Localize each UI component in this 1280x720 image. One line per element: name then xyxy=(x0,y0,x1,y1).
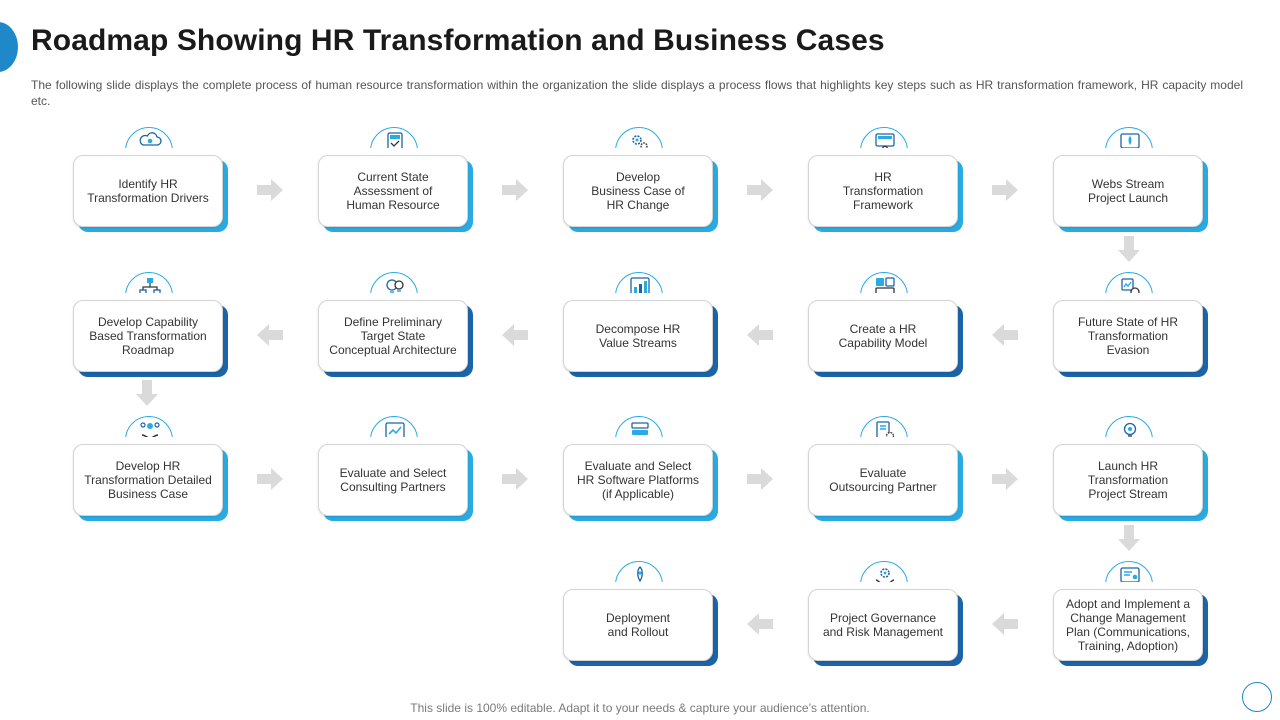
process-step-17: Project Governance and Risk Management xyxy=(808,561,964,666)
page-subtitle: The following slide displays the complet… xyxy=(31,78,1243,108)
arrow-left-icon xyxy=(746,321,774,349)
process-step-15: Launch HR Transformation Project Stream xyxy=(1053,416,1209,521)
step-label: Develop Capability Based Transformation … xyxy=(89,315,207,357)
step-label: Evaluate Outsourcing Partner xyxy=(829,466,937,494)
step-label: Evaluate and Select HR Software Platform… xyxy=(576,459,700,501)
step-card: Future State of HR Transformation Evasio… xyxy=(1053,300,1203,372)
process-step-6: Future State of HR Transformation Evasio… xyxy=(1053,272,1209,377)
step-label: Identify HR Transformation Drivers xyxy=(87,177,209,205)
step-card: Adopt and Implement a Change Management … xyxy=(1053,589,1203,661)
arrow-down-icon xyxy=(133,379,161,407)
arrow-right-icon xyxy=(256,176,284,204)
step-label: Develop HR Transformation Detailed Busin… xyxy=(84,459,212,501)
arrow-left-icon xyxy=(256,321,284,349)
step-card: Evaluate and Select HR Software Platform… xyxy=(563,444,713,516)
process-step-10: Develop Capability Based Transformation … xyxy=(73,272,229,377)
step-card: Webs Stream Project Launch xyxy=(1053,155,1203,227)
arrow-left-icon xyxy=(501,321,529,349)
page-title: Roadmap Showing HR Transformation and Bu… xyxy=(31,24,885,57)
step-card: Develop HR Transformation Detailed Busin… xyxy=(73,444,223,516)
step-label: Deployment and Rollout xyxy=(605,611,671,639)
arrow-right-icon xyxy=(746,465,774,493)
chart-window-icon xyxy=(370,416,418,437)
step-card: Launch HR Transformation Project Stream xyxy=(1053,444,1203,516)
step-label: HR Transformation Framework xyxy=(842,170,924,212)
process-step-8: Decompose HR Value Streams xyxy=(563,272,719,377)
step-card: Identify HR Transformation Drivers xyxy=(73,155,223,227)
arrow-down-icon xyxy=(1115,235,1143,263)
process-step-11: Develop HR Transformation Detailed Busin… xyxy=(73,416,229,521)
monitor-gear-icon xyxy=(860,127,908,148)
process-step-12: Evaluate and Select Consulting Partners xyxy=(318,416,474,521)
process-step-1: Identify HR Transformation Drivers xyxy=(73,127,229,232)
step-label: Current State Assessment of Human Resour… xyxy=(346,170,440,212)
process-step-4: HR Transformation Framework xyxy=(808,127,964,232)
arrow-left-icon xyxy=(991,610,1019,638)
process-step-7: Create a HR Capability Model xyxy=(808,272,964,377)
arrow-right-icon xyxy=(501,176,529,204)
step-card: Develop Capability Based Transformation … xyxy=(73,300,223,372)
step-card: Deployment and Rollout xyxy=(563,589,713,661)
finance-icon xyxy=(1105,272,1153,293)
process-step-18: Deployment and Rollout xyxy=(563,561,719,666)
step-label: Create a HR Capability Model xyxy=(838,322,928,350)
arrow-right-icon xyxy=(991,465,1019,493)
step-card: Evaluate and Select Consulting Partners xyxy=(318,444,468,516)
step-card: HR Transformation Framework xyxy=(808,155,958,227)
document-gear-icon xyxy=(860,416,908,437)
certificate-icon xyxy=(1105,561,1153,582)
arrow-right-icon xyxy=(746,176,774,204)
process-step-9: Define Preliminary Target State Conceptu… xyxy=(318,272,474,377)
bulb-gear-icon xyxy=(1105,416,1153,437)
step-label: Adopt and Implement a Change Management … xyxy=(1065,597,1191,653)
arrow-left-icon xyxy=(746,610,774,638)
process-step-3: Develop Business Case of HR Change xyxy=(563,127,719,232)
process-step-13: Evaluate and Select HR Software Platform… xyxy=(563,416,719,521)
arrow-right-icon xyxy=(501,465,529,493)
step-label: Webs Stream Project Launch xyxy=(1087,177,1169,205)
arrow-left-icon xyxy=(991,321,1019,349)
rocket-screen-icon xyxy=(1105,127,1153,148)
process-step-5: Webs Stream Project Launch xyxy=(1053,127,1209,232)
step-label: Develop Business Case of HR Change xyxy=(591,170,685,212)
step-card: Evaluate Outsourcing Partner xyxy=(808,444,958,516)
step-label: Project Governance and Risk Management xyxy=(822,611,944,639)
corner-decoration-ring xyxy=(1242,682,1272,712)
step-card: Create a HR Capability Model xyxy=(808,300,958,372)
step-card: Project Governance and Risk Management xyxy=(808,589,958,661)
step-label: Evaluate and Select Consulting Partners xyxy=(339,466,447,494)
step-label: Future State of HR Transformation Evasio… xyxy=(1077,315,1179,357)
step-card: Current State Assessment of Human Resour… xyxy=(318,155,468,227)
arrow-right-icon xyxy=(991,176,1019,204)
step-label: Launch HR Transformation Project Stream xyxy=(1087,459,1169,501)
process-step-16: Adopt and Implement a Change Management … xyxy=(1053,561,1209,666)
footer-note: This slide is 100% editable. Adapt it to… xyxy=(410,701,870,715)
process-step-14: Evaluate Outsourcing Partner xyxy=(808,416,964,521)
step-card: Define Preliminary Target State Conceptu… xyxy=(318,300,468,372)
step-label: Decompose HR Value Streams xyxy=(595,322,681,350)
step-label: Define Preliminary Target State Conceptu… xyxy=(329,315,457,357)
process-step-2: Current State Assessment of Human Resour… xyxy=(318,127,474,232)
step-card: Develop Business Case of HR Change xyxy=(563,155,713,227)
arrow-down-icon xyxy=(1115,524,1143,552)
lightbulb-icon xyxy=(370,272,418,293)
arrow-right-icon xyxy=(256,465,284,493)
step-card: Decompose HR Value Streams xyxy=(563,300,713,372)
corner-decoration-dot xyxy=(0,22,18,72)
